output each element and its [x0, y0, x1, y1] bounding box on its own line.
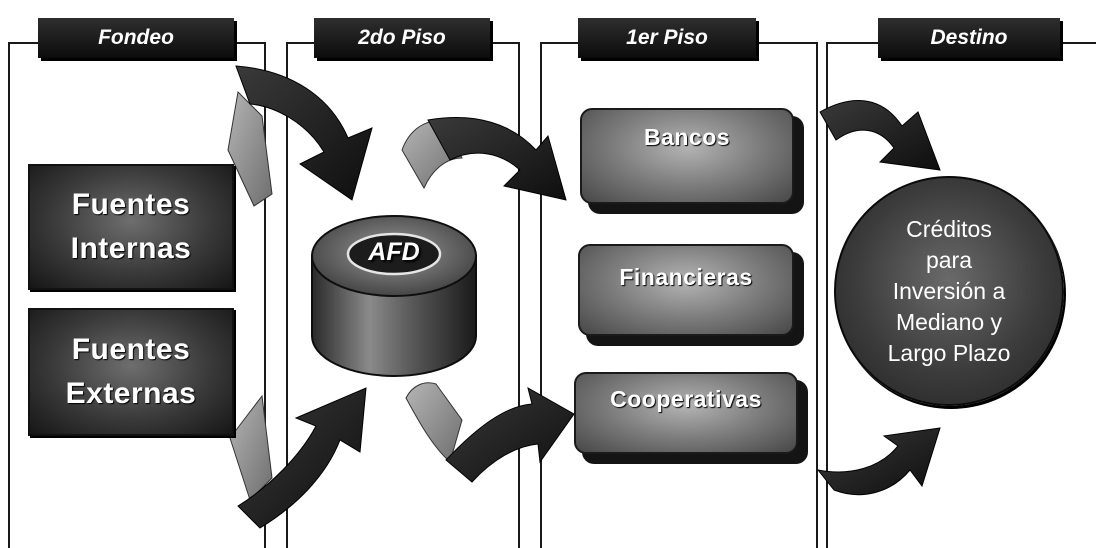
fuentes-internas-line-1: Fuentes [71, 188, 191, 221]
cooperativas-box: Cooperativas [574, 372, 798, 454]
tab-destino: Destino [878, 18, 1060, 58]
arrow-afd-to-bancos [401, 117, 567, 201]
destino-line-3: Inversión a [892, 277, 1006, 304]
tab-fondeo-label: Fondeo [98, 26, 174, 49]
financieras-label: Financieras [619, 264, 753, 290]
fuentes-externas-line-1: Fuentes [71, 333, 191, 366]
bancos-box: Bancos [580, 108, 794, 204]
arrow-afd-to-cooperativas [405, 382, 575, 483]
arrow-to-destino-bottom [816, 427, 941, 496]
financieras-box: Financieras [578, 244, 794, 336]
tab-2do-piso-label: 2do Piso [358, 26, 446, 49]
fuentes-internas-line-2: Internas [70, 232, 192, 265]
cooperativas-label: Cooperativas [610, 386, 762, 412]
fuentes-externas-box: Fuentes Externas [28, 308, 234, 436]
fuentes-internas-box: Fuentes Internas [28, 164, 234, 290]
tab-1er-piso: 1er Piso [578, 18, 756, 58]
tab-destino-label: Destino [930, 26, 1008, 49]
tab-fondeo: Fondeo [38, 18, 234, 58]
destino-line-4: Mediano y [895, 308, 1003, 335]
destino-line-5: Largo Plazo [887, 339, 1011, 366]
arrow-externas-to-afd [229, 387, 367, 529]
afd-label: AFD [368, 238, 420, 266]
arrow-to-destino-top [819, 100, 941, 171]
tab-1er-piso-label: 1er Piso [626, 26, 708, 49]
destino-circle: Créditos para Inversión a Mediano y Larg… [834, 176, 1064, 406]
tab-2do-piso: 2do Piso [314, 18, 490, 58]
fuentes-externas-line-2: Externas [65, 377, 197, 410]
arrow-internas-to-afd [227, 65, 373, 207]
destino-line-1: Créditos [906, 215, 992, 242]
bancos-label: Bancos [643, 124, 731, 150]
destino-line-2: para [925, 246, 973, 273]
